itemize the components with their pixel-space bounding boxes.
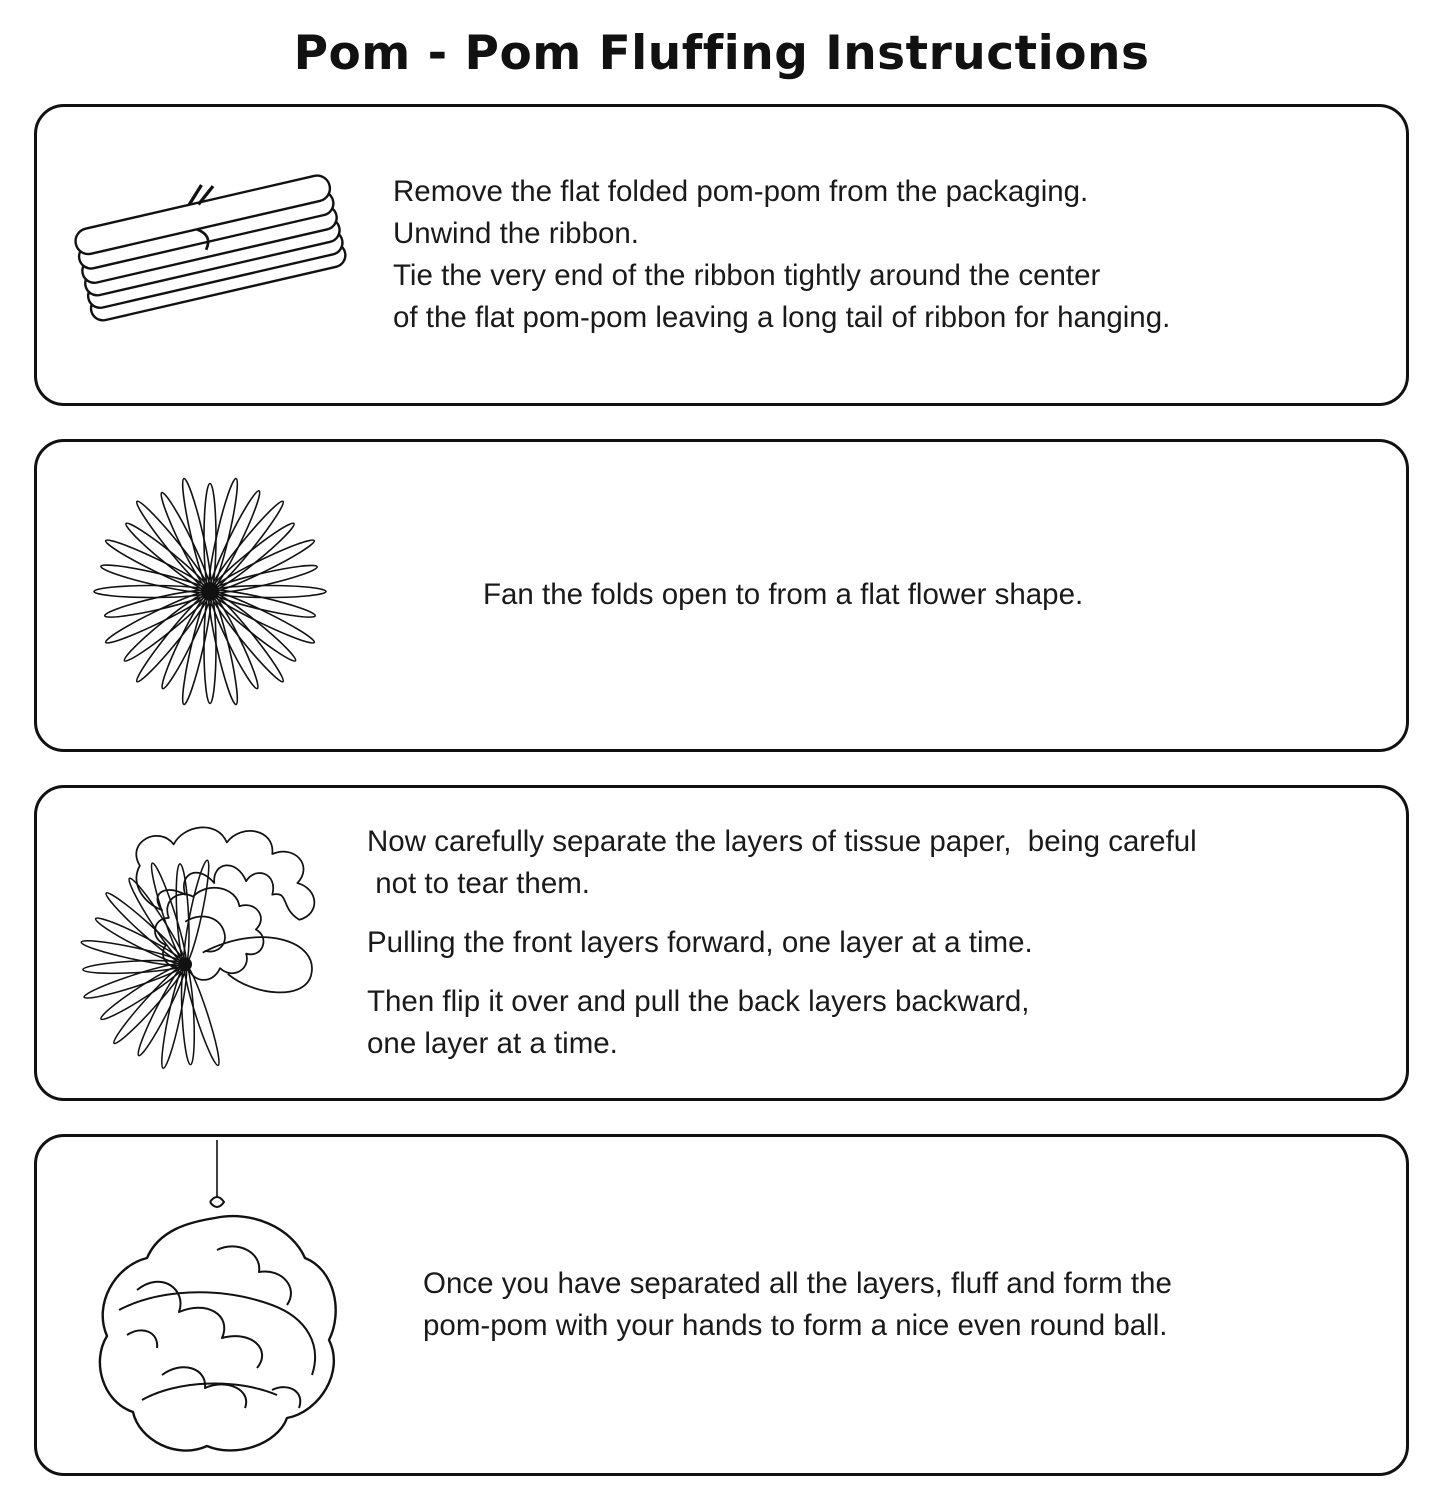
step-1-text: Remove the flat folded pom-pom from the … <box>387 171 1406 339</box>
half-fluffed-pom-pom-icon <box>80 826 316 1069</box>
instruction-line: not to tear them. <box>367 866 591 900</box>
step-4-box: Once you have separated all the layers, … <box>34 1133 1409 1476</box>
instruction-line: pom-pom with your hands to form a nice e… <box>423 1308 1168 1342</box>
step-4-text: Once you have separated all the layers, … <box>387 1263 1406 1347</box>
paragraph: Then flip it over and pull the back laye… <box>367 981 1378 1065</box>
instruction-line: Tie the very end of the ribbon tightly a… <box>393 258 1101 292</box>
step-3-box: Now carefully separate the layers of tis… <box>34 784 1409 1101</box>
step-2-box: Fan the folds open to from a flat flower… <box>34 438 1409 752</box>
instruction-line: Remove the flat folded pom-pom from the … <box>393 174 1089 208</box>
paragraph: Remove the flat folded pom-pom from the … <box>393 171 1378 213</box>
flat-folded-pom-pom-icon <box>74 174 347 322</box>
page-title: Pom - Pom Fluffing Instructions <box>293 26 1150 81</box>
step-3-text: Now carefully separate the layers of tis… <box>349 821 1406 1064</box>
paragraph: Once you have separated all the layers, … <box>423 1263 1378 1347</box>
paragraph: Pulling the front layers forward, one la… <box>367 922 1378 964</box>
instruction-line: of the flat pom-pom leaving a long tail … <box>393 300 1171 334</box>
instruction-line: one layer at a time. <box>367 1026 618 1060</box>
half-fluffed-pom-pom-illustration <box>37 798 349 1088</box>
paragraph: Unwind the ribbon. <box>393 213 1378 255</box>
round-pom-pom-ball-icon <box>98 1139 337 1452</box>
instruction-line: Now carefully separate the layers of tis… <box>367 825 1197 858</box>
instruction-line: Pulling the front layers forward, one la… <box>367 925 1033 959</box>
fanned-flat-flower-icon <box>93 477 327 706</box>
instruction-line: Unwind the ribbon. <box>393 216 639 250</box>
step-1-box: Remove the flat folded pom-pom from the … <box>34 103 1409 406</box>
instruction-line: Fan the folds open to from a flat flower… <box>483 578 1084 612</box>
instruction-line: Then flip it over and pull the back laye… <box>367 984 1030 1018</box>
instruction-line: Once you have separated all the layers, … <box>423 1266 1172 1300</box>
flat-folded-pom-pom-illustration <box>37 155 387 355</box>
paragraph: Tie the very end of the ribbon tightly a… <box>393 255 1378 339</box>
step-2-text: Fan the folds open to from a flat flower… <box>387 574 1406 616</box>
paragraph: Fan the folds open to from a flat flower… <box>483 574 1378 616</box>
paragraph: Now carefully separate the layers of tis… <box>367 821 1378 905</box>
fanned-flat-flower-illustration <box>37 463 387 728</box>
round-pom-pom-ball-illustration <box>37 1139 387 1470</box>
